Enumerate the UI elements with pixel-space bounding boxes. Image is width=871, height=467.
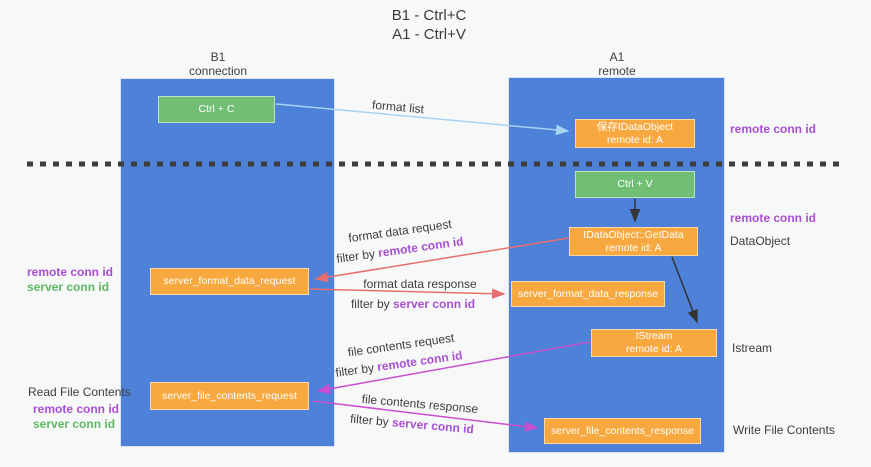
istream-line1: IStream (635, 330, 673, 342)
idataobject-getdata-box: IDataObject::GetData remote id: A (569, 227, 698, 256)
server-conn-id-text: server conn id (392, 297, 476, 311)
diagram-title: B1 - Ctrl+C A1 - Ctrl+V (329, 6, 529, 44)
label-istream: Istream (732, 341, 773, 355)
idataobject-getdata-line2: remote id: A (605, 241, 662, 254)
label-filter-by-server-conn-id-2: filter by server conn id (350, 412, 475, 437)
ctrl-c-label: Ctrl + C (198, 103, 235, 115)
label-filter-by-server-conn-id-1: filter by server conn id (351, 297, 475, 311)
server-file-contents-response-box: server_file_contents_response (544, 418, 701, 444)
server-format-data-response-box: server_format_data_response (511, 281, 665, 307)
label-remote-conn-id-mid-left: remote conn id (27, 265, 114, 279)
save-idataobject-line2: remote id: A (606, 133, 664, 146)
label-remote-conn-id-bottom-left: remote conn id (33, 402, 120, 416)
filter-by-text: filter by (335, 246, 380, 266)
label-format-data-response: format data response (363, 277, 477, 291)
lane-header-b1-role: connection (188, 64, 248, 78)
label-write-file-contents: Write File Contents (733, 423, 835, 437)
ctrl-v-box: Ctrl + V (575, 171, 695, 198)
save-idataobject-line1: 保存IDataObject (596, 120, 674, 133)
server-file-contents-request-box: server_file_contents_request (150, 382, 309, 410)
server-file-contents-response-label: server_file_contents_response (550, 424, 694, 437)
lane-header-b1-name: B1 (210, 50, 226, 64)
label-server-conn-id-mid-left: server conn id (27, 280, 110, 294)
label-file-contents-response: file contents response (361, 391, 479, 417)
label-read-file-contents: Read File Contents (28, 385, 131, 399)
filter-by-text: filter by (350, 297, 393, 311)
lane-header-a1: A1 remote (557, 50, 677, 78)
lane-header-a1-role: remote (598, 64, 636, 78)
label-server-conn-id-bottom-left: server conn id (33, 417, 116, 431)
lane-header-b1: B1 connection (158, 50, 278, 78)
idataobject-getdata-line1: IDataObject::GetData (583, 228, 684, 241)
label-remote-conn-id-mid-right: remote conn id (730, 211, 817, 225)
diagram-title-line2: A1 - Ctrl+V (392, 26, 466, 43)
lane-header-a1-name: A1 (609, 50, 625, 64)
save-idataobject-box: 保存IDataObject remote id: A (575, 119, 695, 148)
server-conn-id-text: server conn id (391, 415, 475, 437)
filter-by-text: filter by (349, 411, 393, 430)
label-format-list: format list (371, 97, 425, 117)
istream-box: IStream remote id: A (591, 329, 717, 357)
server-format-data-response-label: server_format_data_response (517, 287, 659, 300)
server-format-data-request-box: server_format_data_request (150, 268, 309, 295)
label-remote-conn-id-top-right: remote conn id (730, 122, 817, 136)
istream-line2: remote id: A (625, 343, 683, 355)
label-dataobject: DataObject (730, 234, 791, 248)
ctrl-v-label: Ctrl + V (617, 178, 653, 190)
diagram-title-line1: B1 - Ctrl+C (391, 7, 467, 24)
server-format-data-request-label: server_format_data_request (163, 275, 296, 287)
filter-by-text: filter by (334, 360, 379, 380)
ctrl-c-box: Ctrl + C (158, 96, 275, 123)
server-file-contents-request-label: server_file_contents_request (162, 389, 297, 402)
